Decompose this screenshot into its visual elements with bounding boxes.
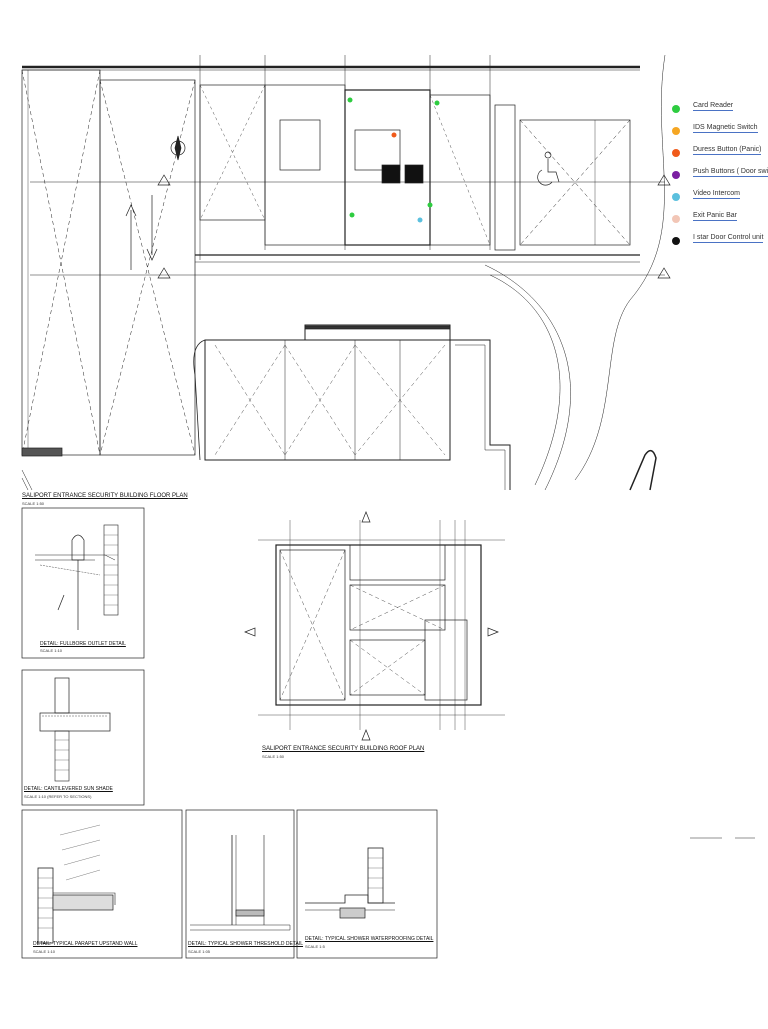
detail-parapet-scale: SCALE 1:10 — [33, 949, 56, 954]
legend-label: I star Door Control unit — [693, 234, 764, 243]
legend-label: Push Buttons ( Door switch) — [693, 168, 768, 177]
floor-plan — [21, 54, 671, 491]
detail-shower-waterproofing — [296, 809, 438, 959]
legend-item: IDS Magnetic Switch — [672, 124, 764, 146]
detail-sunshade-scale: SCALE 1:10 (REFER TO SECTIONS) — [24, 794, 92, 799]
legend-color-dot-icon — [672, 237, 680, 245]
detail-threshold-title: DETAIL: TYPICAL SHOWER THRESHOLD DETAIL — [188, 941, 304, 947]
legend-item: Card Reader — [672, 102, 764, 124]
legend-label: Video Intercom — [693, 190, 740, 199]
legend-label: Exit Panic Bar — [693, 212, 737, 221]
roof-plan-scale: SCALE 1:50 — [262, 754, 285, 759]
legend-item: Exit Panic Bar — [672, 212, 764, 234]
legend-color-dot-icon — [672, 193, 680, 201]
detail-threshold-scale: SCALE 1:05 — [188, 949, 211, 954]
legend-color-dot-icon — [672, 215, 680, 223]
detail-sunshade-title: DETAIL: CANTILEVERED SUN SHADE — [24, 786, 113, 792]
detail-fullbore-outlet — [21, 507, 145, 659]
legend-color-dot-icon — [672, 171, 680, 179]
floor-plan-scale: SCALE 1:50 — [22, 501, 45, 506]
detail-waterproofing-title: DETAIL: TYPICAL SHOWER WATERPROOFING DET… — [305, 936, 434, 942]
legend-color-dot-icon — [672, 105, 680, 113]
legend-label: Card Reader — [693, 102, 734, 111]
legend-item: Duress Button (Panic) — [672, 146, 764, 168]
detail-waterproofing-scale: SCALE 1:5 — [305, 944, 325, 949]
legend-label: Duress Button (Panic) — [693, 146, 762, 155]
detail-parapet-upstand — [21, 809, 183, 959]
roof-plan — [244, 511, 505, 741]
detail-shower-threshold — [185, 809, 295, 959]
legend-label: IDS Magnetic Switch — [693, 124, 758, 133]
legend-item: Push Buttons ( Door switch) — [672, 168, 768, 190]
detail-outlet-scale: SCALE 1:10 — [40, 648, 63, 653]
detail-parapet-title: DETAIL: TYPICAL PARAPET UPSTAND WALL — [33, 941, 138, 947]
legend-item: Video Intercom — [672, 190, 764, 212]
detail-outlet-title: DETAIL: FULLBORE OUTLET DETAIL — [40, 641, 126, 647]
legend-color-dot-icon — [672, 149, 680, 157]
legend-item: I star Door Control unit — [672, 234, 764, 256]
floor-plan-title: SALIPORT ENTRANCE SECURITY BUILDING FLOO… — [22, 493, 188, 499]
legend-color-dot-icon — [672, 127, 680, 135]
roof-plan-title: SALIPORT ENTRANCE SECURITY BUILDING ROOF… — [262, 746, 425, 752]
detail-cantilevered-sunshade — [21, 669, 145, 806]
